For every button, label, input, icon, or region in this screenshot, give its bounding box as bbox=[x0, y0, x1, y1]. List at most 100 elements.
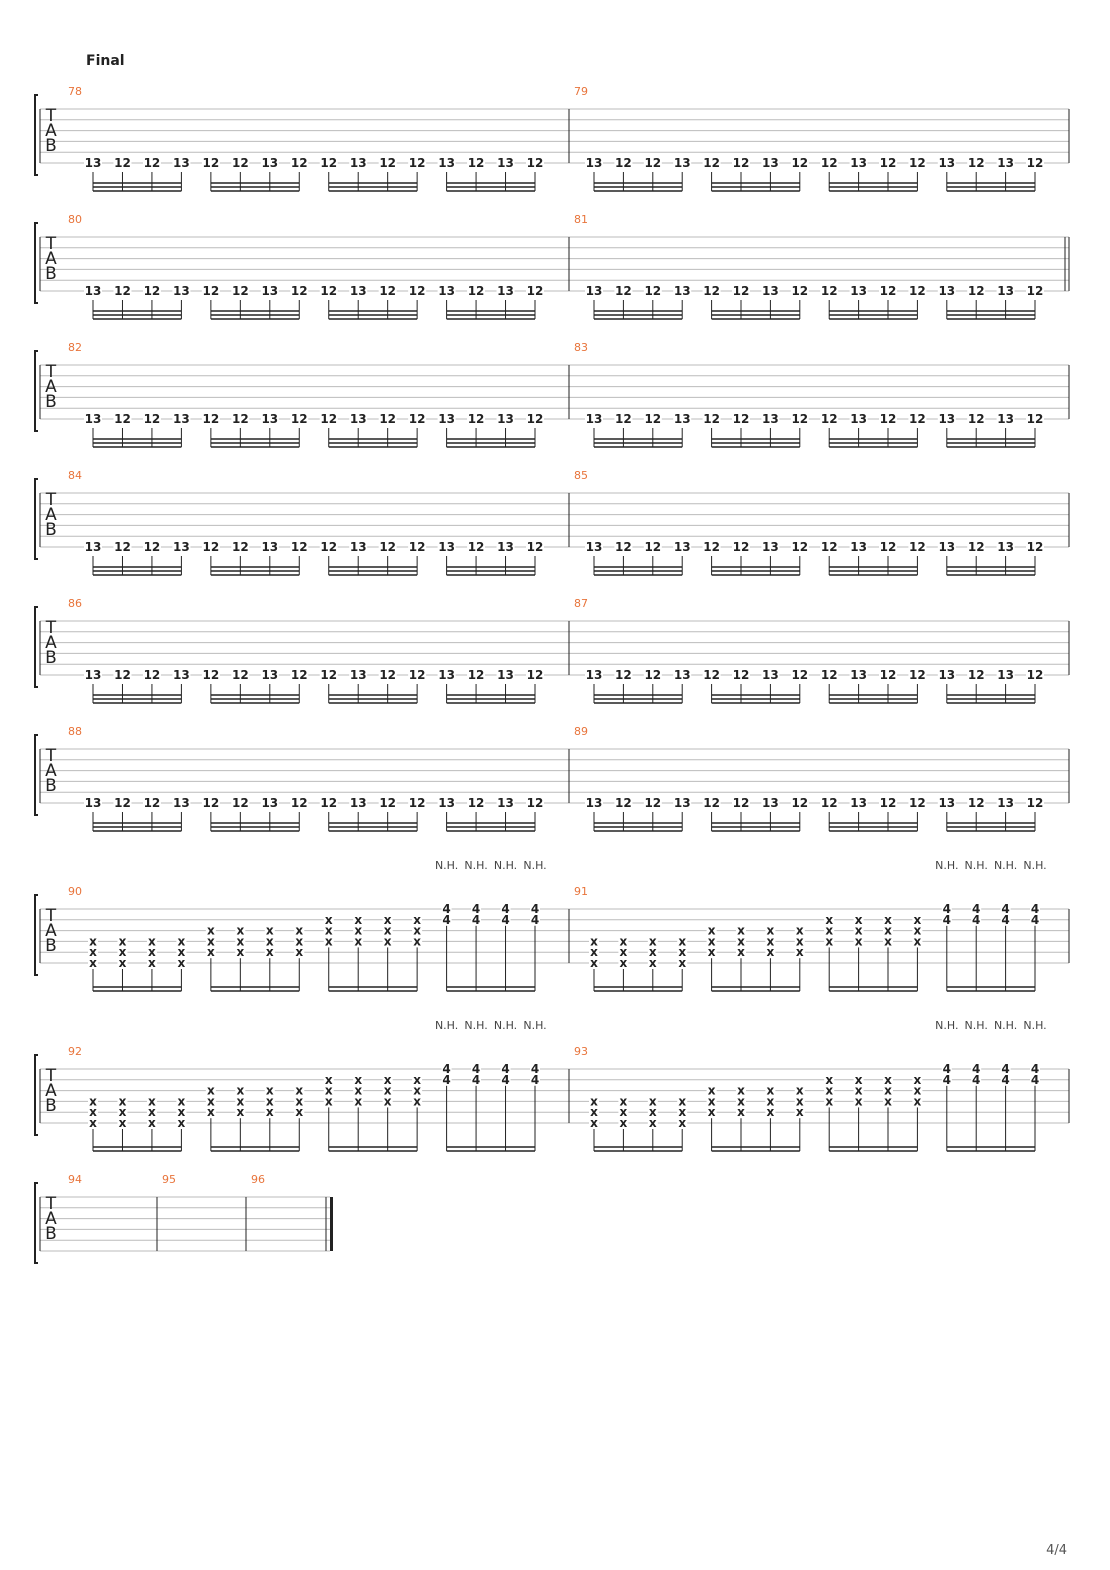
fret-mark: x bbox=[649, 1105, 657, 1119]
fret-bg bbox=[996, 285, 1015, 297]
fret-bg bbox=[467, 669, 486, 681]
fret-mark: x bbox=[796, 1105, 804, 1119]
fret-mark: x bbox=[207, 934, 215, 948]
fret-mark: x bbox=[384, 1084, 392, 1098]
measure-number: 88 bbox=[68, 725, 82, 738]
fret-bg bbox=[260, 285, 279, 297]
fret-number: 12 bbox=[968, 668, 985, 682]
fret-number: 13 bbox=[85, 796, 102, 810]
fret-number: 13 bbox=[85, 284, 102, 298]
fret-mark: x bbox=[266, 1084, 274, 1098]
fret-mark: x bbox=[119, 934, 127, 948]
fret-mark: x bbox=[620, 945, 628, 959]
fret-mark: 4 bbox=[501, 913, 509, 927]
fret-mark: x bbox=[295, 1105, 303, 1119]
fret-mark: 4 bbox=[501, 902, 509, 916]
fret-bg bbox=[971, 904, 982, 914]
fret-bg bbox=[231, 541, 250, 553]
measure-number: 85 bbox=[574, 469, 588, 482]
fret-mark: x bbox=[737, 1084, 745, 1098]
fret-number: 13 bbox=[674, 796, 691, 810]
fret-mark: x bbox=[266, 1094, 274, 1108]
fret-bg bbox=[88, 936, 98, 947]
fret-bg bbox=[585, 669, 603, 681]
fret-number: 12 bbox=[644, 668, 661, 682]
fret-bg bbox=[643, 413, 662, 425]
fret-number: 12 bbox=[320, 540, 337, 554]
fret-mark: x bbox=[678, 1105, 686, 1119]
fret-number: 13 bbox=[261, 156, 278, 170]
fret-bg bbox=[732, 413, 750, 425]
fret-bg bbox=[702, 413, 721, 425]
fret-bg bbox=[113, 669, 132, 681]
fret-mark: x bbox=[649, 934, 657, 948]
fret-number: 13 bbox=[586, 412, 603, 426]
fret-bg bbox=[794, 925, 805, 936]
fret-number: 12 bbox=[644, 796, 661, 810]
fret-bg bbox=[732, 157, 750, 169]
fret-mark: x bbox=[825, 1084, 833, 1098]
fret-mark: 4 bbox=[531, 902, 539, 916]
fret-mark: 4 bbox=[1001, 1062, 1009, 1076]
fret-number: 12 bbox=[791, 668, 808, 682]
fret-number: 13 bbox=[674, 156, 691, 170]
fret-bg bbox=[408, 797, 427, 809]
fret-bg bbox=[883, 1096, 893, 1107]
fret-bg bbox=[378, 157, 397, 169]
fret-mark: x bbox=[855, 934, 863, 948]
fret-bg bbox=[412, 1096, 423, 1107]
fret-number: 12 bbox=[821, 156, 838, 170]
fret-mark: x bbox=[236, 1105, 244, 1119]
fret-bg bbox=[585, 157, 603, 169]
tab-clef-letter: A bbox=[45, 1081, 57, 1101]
fret-bg bbox=[790, 797, 809, 809]
fret-bg bbox=[702, 541, 721, 553]
fret-mark: 4 bbox=[1001, 1073, 1009, 1087]
fret-mark: 4 bbox=[972, 902, 980, 916]
fret-bg bbox=[647, 1096, 658, 1107]
fret-bg bbox=[967, 669, 986, 681]
fret-bg bbox=[264, 936, 275, 947]
fret-mark: 4 bbox=[972, 1062, 980, 1076]
fret-bg bbox=[1026, 541, 1044, 553]
fret-mark: 4 bbox=[1031, 1073, 1039, 1087]
fret-bg bbox=[408, 669, 427, 681]
fret-mark: x bbox=[678, 1094, 686, 1108]
tab-clef-letter: T bbox=[45, 1066, 57, 1086]
fret-bg bbox=[441, 1064, 452, 1074]
fret-number: 12 bbox=[1027, 412, 1044, 426]
fret-bg bbox=[647, 1118, 658, 1128]
fret-mark: 4 bbox=[472, 913, 480, 927]
fret-bg bbox=[941, 1064, 952, 1074]
fret-number: 12 bbox=[733, 284, 750, 298]
fret-bg bbox=[290, 285, 309, 297]
fret-number: 13 bbox=[173, 156, 190, 170]
fret-mark: x bbox=[767, 1105, 775, 1119]
fret-bg bbox=[618, 1096, 629, 1107]
fret-bg bbox=[996, 669, 1015, 681]
fret-mark: x bbox=[236, 924, 244, 938]
fret-mark: x bbox=[354, 1073, 362, 1087]
fret-number: 12 bbox=[379, 796, 396, 810]
fret-bg bbox=[378, 669, 397, 681]
fret-bg bbox=[530, 1064, 540, 1074]
fret-bg bbox=[205, 1085, 216, 1096]
harmonic-annotation: N.H. bbox=[494, 1019, 517, 1032]
tab-clef-letter: T bbox=[45, 106, 57, 126]
fret-bg bbox=[84, 413, 102, 425]
fret-number: 12 bbox=[615, 284, 632, 298]
fret-bg bbox=[172, 541, 191, 553]
fret-bg bbox=[205, 1096, 216, 1107]
fret-bg bbox=[437, 413, 456, 425]
fret-bg bbox=[589, 958, 599, 968]
fret-bg bbox=[353, 914, 364, 925]
fret-number: 12 bbox=[203, 540, 220, 554]
fret-bg bbox=[84, 157, 102, 169]
fret-number: 12 bbox=[291, 284, 308, 298]
fret-bg bbox=[967, 413, 986, 425]
tab-clef-letter: B bbox=[45, 776, 57, 796]
fret-bg bbox=[235, 1085, 246, 1096]
fret-bg bbox=[1000, 1064, 1011, 1074]
fret-bg bbox=[408, 541, 427, 553]
